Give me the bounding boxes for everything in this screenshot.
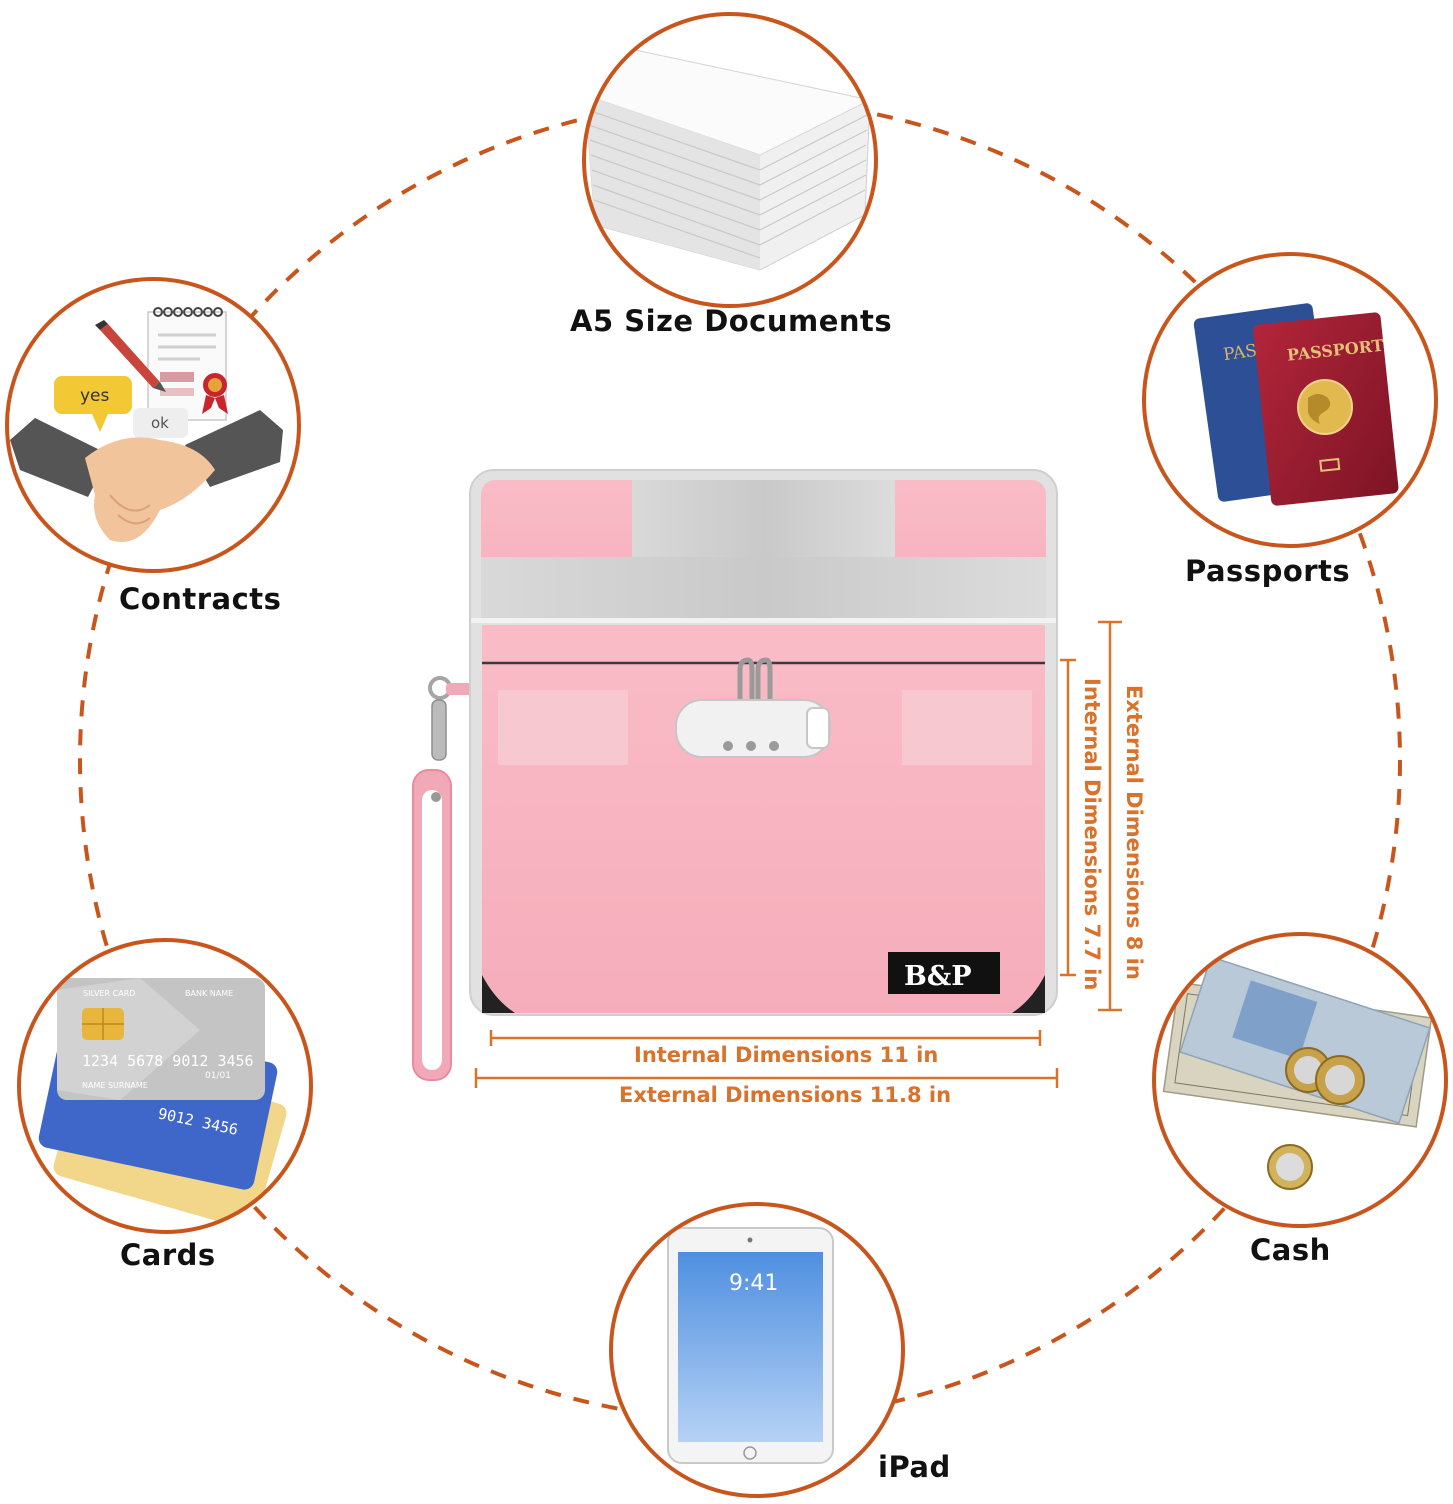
card-name-label: NAME SURNAME — [82, 1081, 148, 1090]
card-number-label: 1234 5678 9012 3456 — [82, 1052, 254, 1070]
document-bag: B&P — [412, 469, 1058, 1081]
external-height-label: External Dimensions 8 in — [1122, 685, 1146, 980]
documents-bubble — [582, 12, 878, 308]
cards-label: Cards — [120, 1238, 216, 1272]
combination-lock — [675, 657, 831, 758]
internal-height-label: Internal Dimensions 7.7 in — [1080, 678, 1104, 990]
ipad-bubble: 9:41 — [609, 1202, 905, 1498]
brand-logo — [888, 952, 1000, 994]
external-width-label: External Dimensions 11.8 in — [619, 1083, 951, 1107]
handshake-contract-icon: yes ok — [10, 307, 283, 542]
card-type-label: SILVER CARD — [83, 989, 135, 998]
passport-icon: PASSI PASSPORT — [1193, 303, 1399, 506]
bag-front-panel — [482, 625, 1045, 1013]
passports-label: Passports — [1185, 554, 1351, 588]
passports-bubble: PASSI PASSPORT — [1142, 252, 1438, 548]
credit-cards-icon: 9012 3456 SILVER CARD BANK NAME 1234 567… — [38, 978, 287, 1230]
ipad-label: iPad — [878, 1450, 951, 1484]
cash-icon — [1162, 955, 1433, 1190]
cards-bubble: 9012 3456 SILVER CARD BANK NAME 1234 567… — [17, 938, 313, 1234]
contracts-bubble: yes ok — [5, 277, 301, 573]
speech-ok-label: ok — [151, 414, 169, 432]
card-expiry-label: 01/01 — [205, 1071, 231, 1081]
contracts-label: Contracts — [119, 582, 282, 616]
cash-bubble — [1152, 932, 1448, 1228]
internal-width-label: Internal Dimensions 11 in — [634, 1043, 938, 1067]
clasp-hook — [431, 699, 447, 761]
cash-label: Cash — [1250, 1233, 1331, 1267]
speech-yes-label: yes — [80, 386, 110, 406]
dimension-lines — [474, 620, 1122, 1088]
ipad-icon: 9:41 — [667, 1227, 834, 1464]
brand-logo-text: B&P — [904, 961, 972, 992]
ipad-time-label: 9:41 — [729, 1271, 778, 1296]
card-bank-label: BANK NAME — [185, 989, 233, 998]
documents-label: A5 Size Documents — [570, 304, 893, 338]
